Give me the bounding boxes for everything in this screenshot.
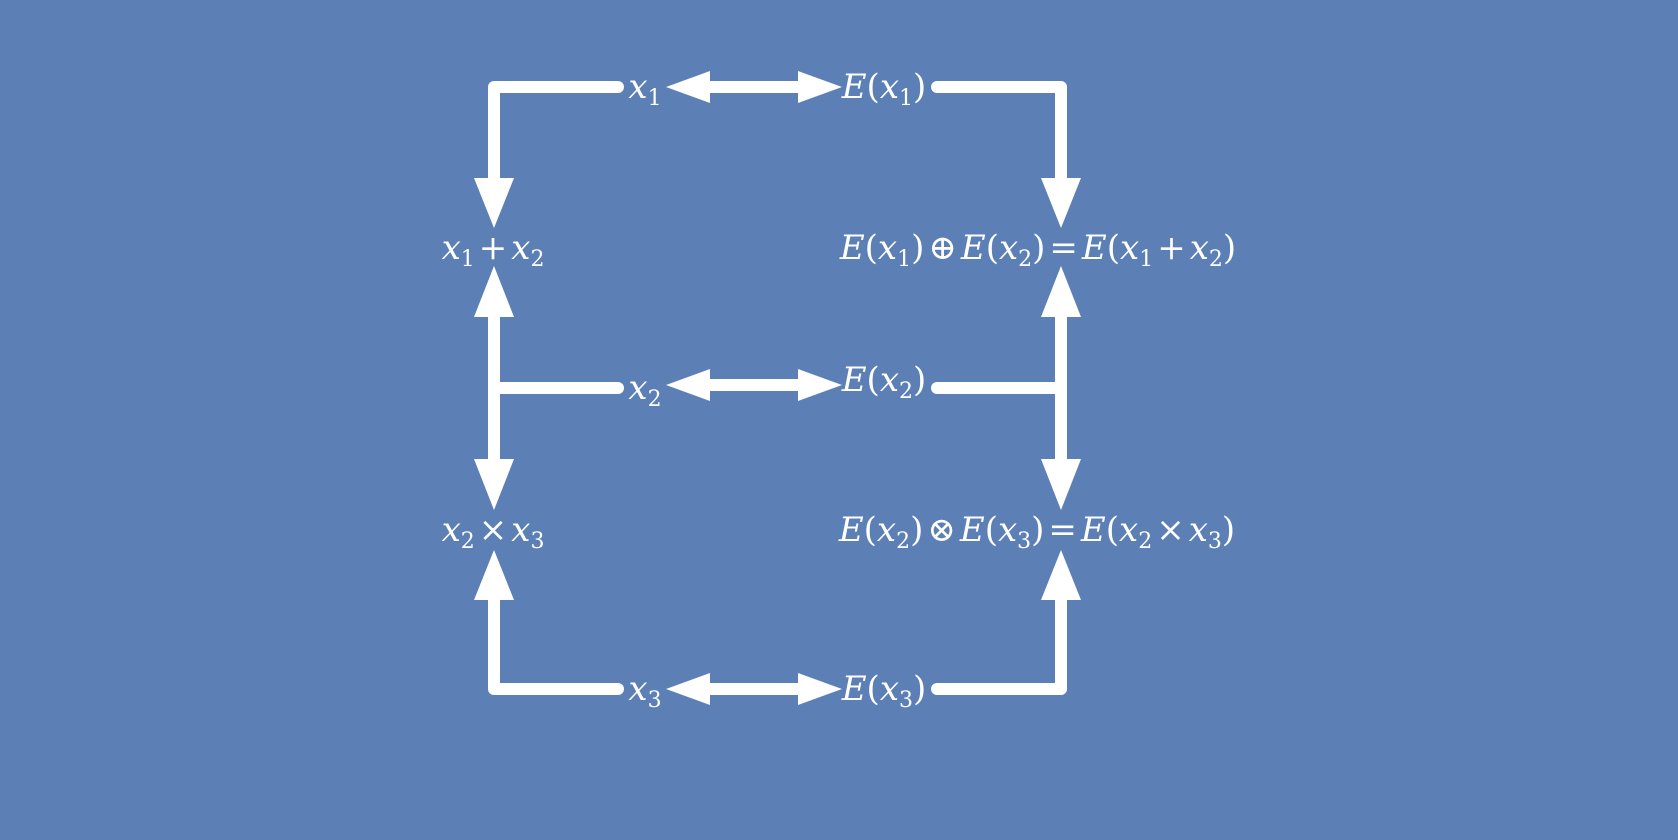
node-homomorphic-product: E(x2)⊗E(x3)=E(x2×x3) xyxy=(838,510,1236,554)
node-encrypted-x2: E(x2) xyxy=(841,360,927,404)
node-x2: x2 xyxy=(628,368,662,412)
double-arrow-x2-ex2 xyxy=(666,369,842,401)
node-encrypted-x1: E(x1) xyxy=(841,67,927,111)
double-arrow-x3-ex3 xyxy=(666,673,842,705)
node-x1: x1 xyxy=(628,67,662,111)
node-homomorphic-sum: E(x1)⊕E(x2)=E(x1+x2) xyxy=(839,228,1237,272)
node-product: x2×x3 xyxy=(441,510,545,554)
arrow-ex2-to-homomorphic-sum-and-product xyxy=(931,266,1081,510)
arrow-ex1-to-homomorphic-sum xyxy=(931,81,1081,228)
node-encrypted-x3: E(x3) xyxy=(841,669,927,713)
node-sum: x1+x2 xyxy=(441,228,545,272)
node-x3: x3 xyxy=(628,669,662,713)
arrow-x1-to-sum xyxy=(474,81,624,228)
double-arrow-x1-ex1 xyxy=(666,71,842,103)
arrow-x3-to-product xyxy=(474,550,624,695)
arrow-ex3-to-homomorphic-product xyxy=(931,550,1081,695)
arrow-x2-to-sum-and-product xyxy=(474,266,624,510)
